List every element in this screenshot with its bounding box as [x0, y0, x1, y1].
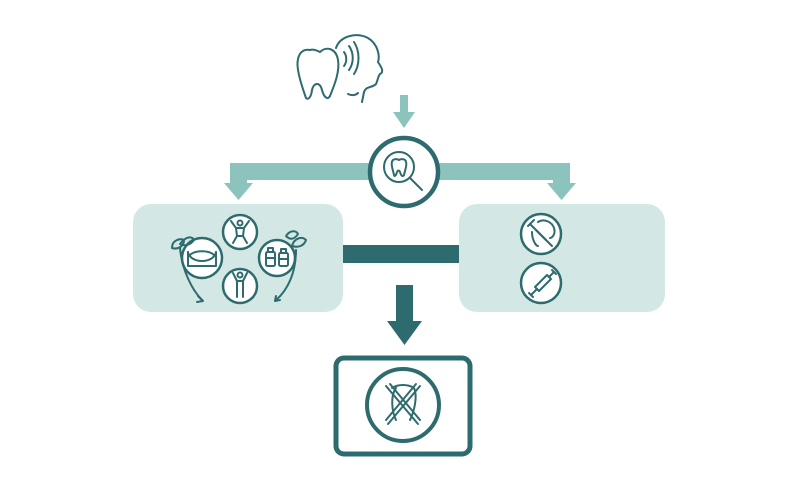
tooth-magnifier-icon: [367, 135, 441, 209]
leaf-icon: [171, 236, 204, 303]
denture-icon: [180, 236, 224, 280]
tooth-injection-icon: [519, 212, 563, 256]
connector-bar: [343, 245, 459, 263]
arrow-down-small: [393, 95, 415, 128]
tooth-head-sound-icon: [296, 34, 384, 103]
crossed-scalpels-tooth-icon: [365, 367, 441, 443]
leaf-icon: [274, 230, 307, 302]
standing-person-icon: [221, 267, 259, 305]
exercise-person-icon: [221, 213, 259, 251]
arrow-down-main: [387, 285, 422, 345]
syringe-icon: [519, 261, 563, 305]
medication-bottles-icon: [257, 238, 297, 278]
right-panel: [459, 204, 665, 312]
